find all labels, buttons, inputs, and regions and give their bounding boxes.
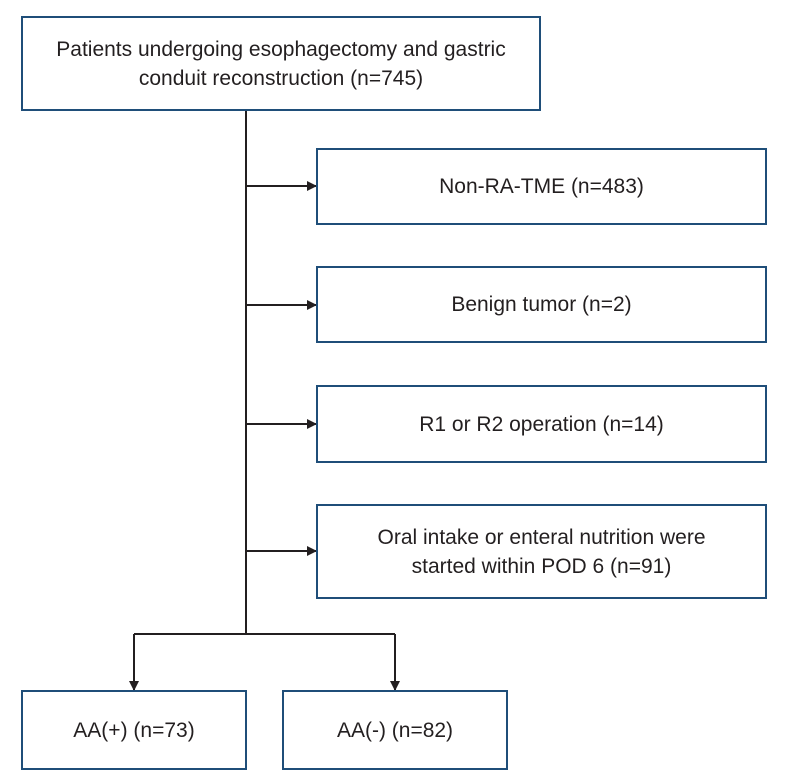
root-text-line-2: conduit reconstruction (n=745) <box>138 66 424 90</box>
exclusion-4-text-line-1: Oral intake or enteral nutrition were <box>377 525 706 549</box>
exclusion-box-non-ra-tme: Non-RA-TME (n=483) <box>316 148 767 225</box>
exclusion-3-text: R1 or R2 operation (n=14) <box>419 412 664 436</box>
exclusion-box-oral-intake: Oral intake or enteral nutrition were st… <box>316 504 767 599</box>
group-aa-negative-text: AA(-) (n=82) <box>336 718 454 742</box>
root-text-line-1: Patients undergoing esophagectomy and ga… <box>56 37 506 61</box>
group-box-aa-positive: AA(+) (n=73) <box>21 690 247 770</box>
group-box-aa-negative: AA(-) (n=82) <box>282 690 508 770</box>
exclusion-2-text: Benign tumor (n=2) <box>451 293 632 316</box>
exclusion-1-text: Non-RA-TME (n=483) <box>439 175 644 198</box>
exclusion-box-r1-r2-operation: R1 or R2 operation (n=14) <box>316 385 767 463</box>
group-aa-positive-text: AA(+) (n=73) <box>73 718 195 742</box>
exclusion-box-benign-tumor: Benign tumor (n=2) <box>316 266 767 343</box>
exclusion-4-text-line-2: started within POD 6 (n=91) <box>411 554 672 578</box>
root-box: Patients undergoing esophagectomy and ga… <box>21 16 541 111</box>
